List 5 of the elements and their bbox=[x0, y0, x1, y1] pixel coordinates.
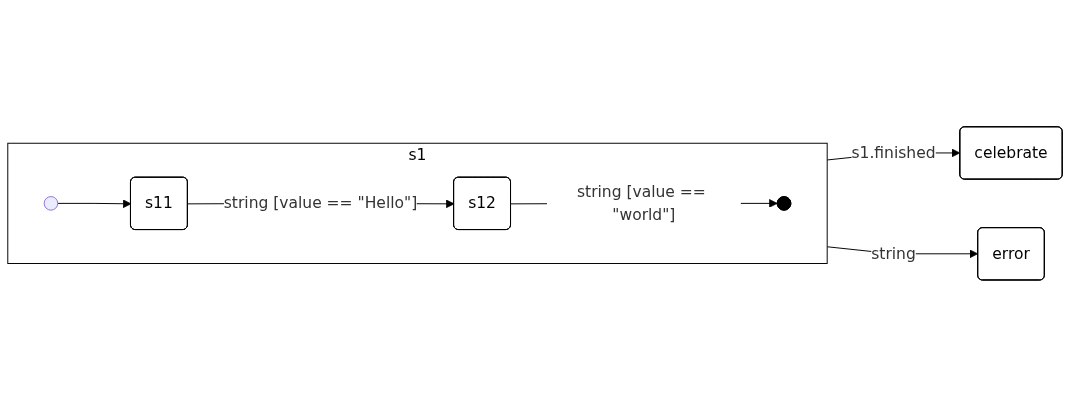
node-circle bbox=[43, 195, 59, 211]
edge-label: string [value == "Hello"] bbox=[223, 193, 418, 212]
edge-label: string bbox=[871, 243, 916, 263]
edge-label: s1.finished bbox=[851, 142, 936, 162]
edge-label: string [value == "world"] bbox=[576, 181, 706, 224]
